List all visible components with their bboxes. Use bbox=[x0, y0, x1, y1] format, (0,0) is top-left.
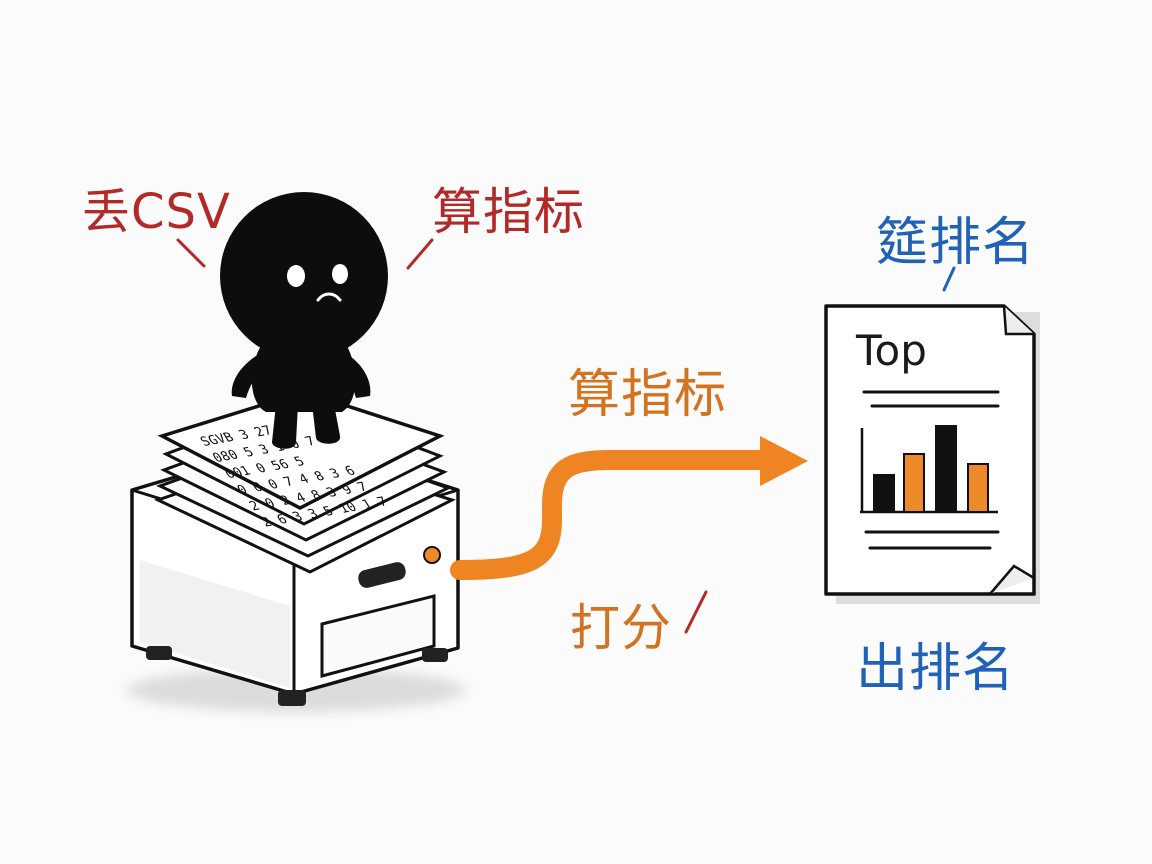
drop-csv-label: 丢CSV bbox=[82, 184, 231, 240]
machine-foot bbox=[146, 646, 172, 660]
arrow-compute-metrics-label: 算指标 bbox=[568, 365, 728, 425]
machine-door bbox=[320, 594, 436, 678]
character-arm-left bbox=[231, 356, 268, 398]
character-arm-right bbox=[338, 356, 371, 398]
tick-mark bbox=[176, 238, 206, 268]
filter-rank-label: 筵排名 bbox=[876, 213, 1036, 273]
character-leg-left bbox=[272, 404, 298, 449]
document-fold-bottom bbox=[989, 564, 1035, 595]
document-title: Top bbox=[856, 326, 927, 375]
left-eye-icon bbox=[287, 265, 305, 287]
character-body bbox=[251, 344, 356, 412]
mini-chart-bar bbox=[873, 474, 895, 513]
document-page bbox=[824, 304, 1036, 596]
mini-chart-bar bbox=[903, 453, 925, 513]
right-eye-icon bbox=[332, 264, 348, 284]
machine-foot bbox=[278, 690, 306, 706]
arrow-head-icon bbox=[760, 436, 808, 486]
tick-mark bbox=[942, 266, 956, 292]
character-face bbox=[287, 264, 348, 302]
flow-arrow bbox=[450, 450, 790, 580]
frown-mouth-icon bbox=[316, 292, 342, 302]
paper-sheet-top bbox=[157, 390, 445, 510]
document-fold-top bbox=[1002, 305, 1034, 336]
tick-mark bbox=[406, 238, 434, 270]
character-leg-right bbox=[312, 404, 341, 444]
ranking-document bbox=[824, 304, 1040, 604]
machine-foot bbox=[422, 648, 448, 662]
score-label: 打分 bbox=[570, 599, 672, 657]
power-button-icon bbox=[423, 546, 441, 564]
tick-mark bbox=[684, 590, 708, 634]
mini-chart-bar bbox=[967, 463, 989, 513]
output-rank-label: 出排名 bbox=[856, 639, 1016, 699]
machine-slot bbox=[358, 562, 406, 588]
csv-paper-stack bbox=[154, 390, 456, 574]
compute-metrics-label: 算指标 bbox=[432, 183, 585, 241]
mini-chart-bar bbox=[935, 425, 957, 513]
machine-shade-left bbox=[140, 560, 290, 688]
